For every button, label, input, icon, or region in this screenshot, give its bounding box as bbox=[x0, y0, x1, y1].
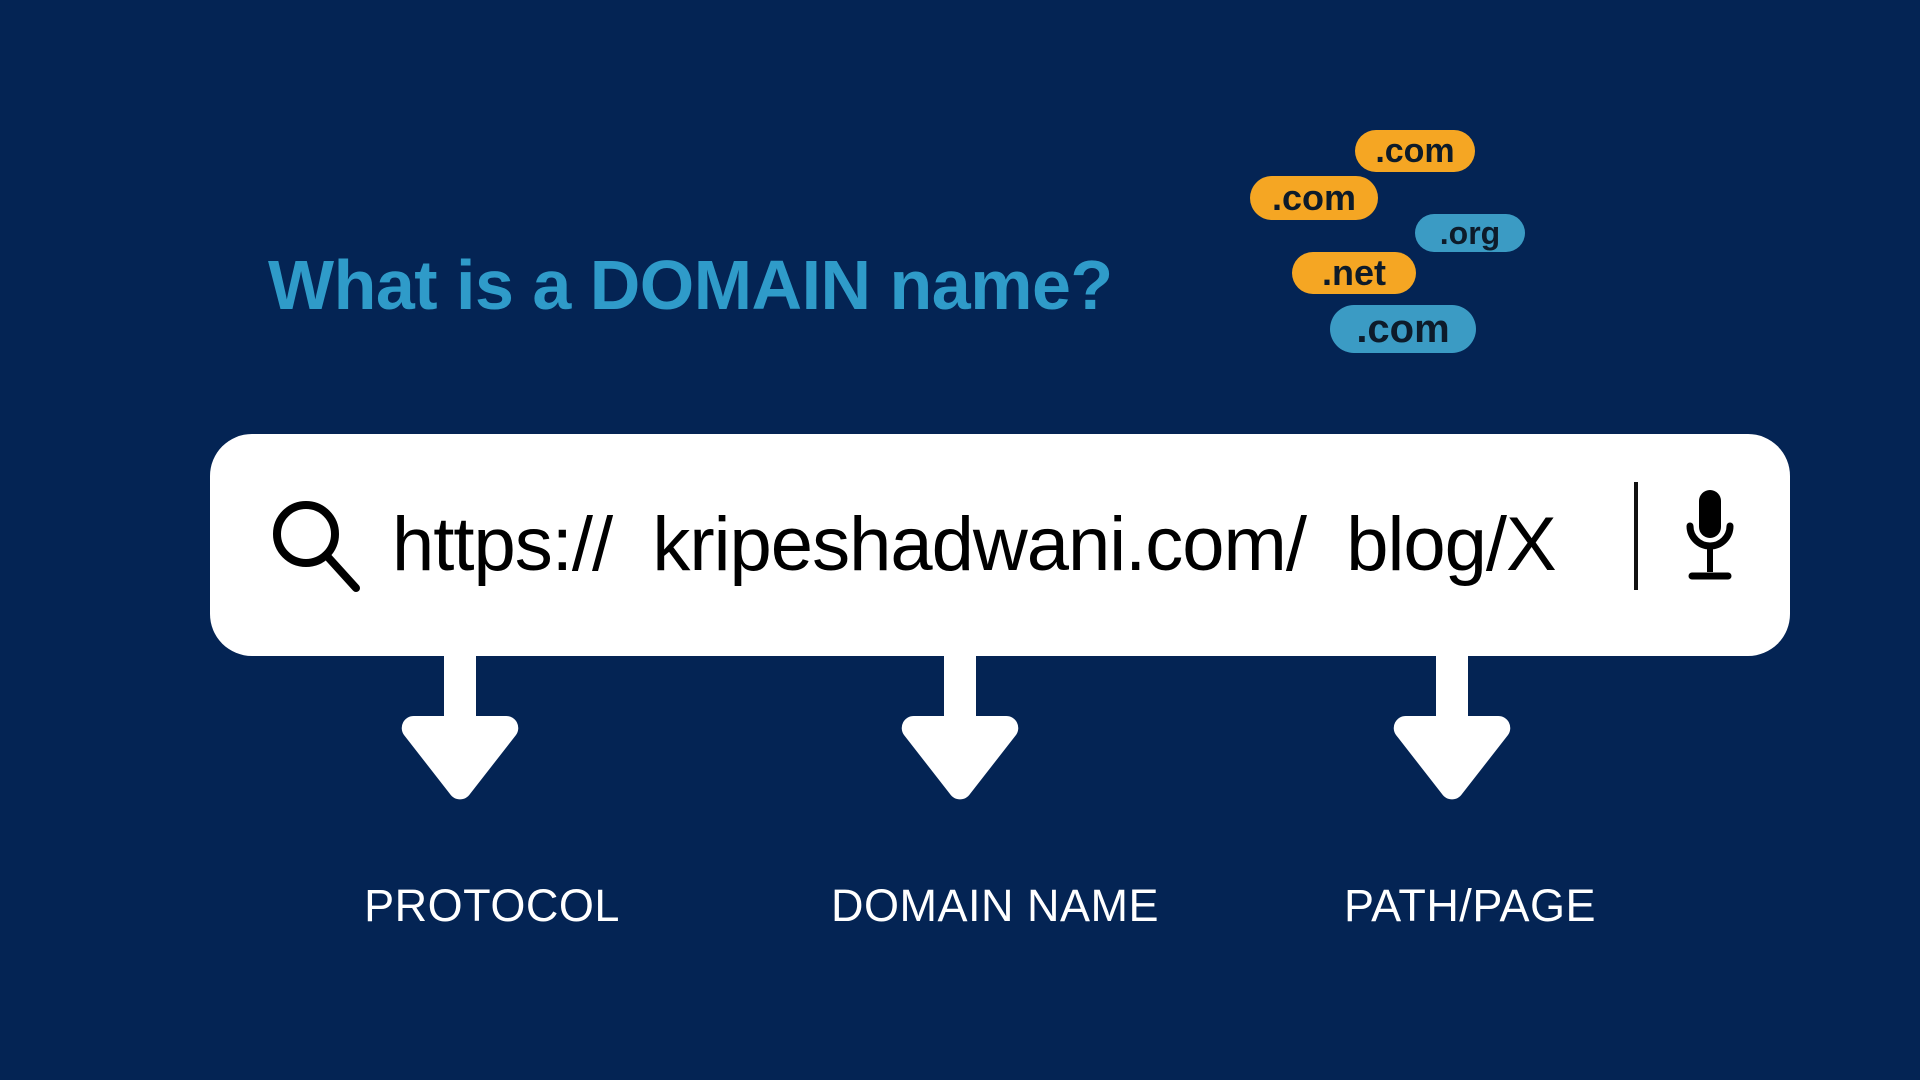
search-icon bbox=[268, 496, 364, 592]
label-domain-name: DOMAIN NAME bbox=[830, 880, 1160, 931]
mic-divider bbox=[1634, 482, 1638, 590]
arrow-head bbox=[901, 715, 1019, 800]
down-arrow bbox=[900, 650, 1020, 802]
down-arrow bbox=[1392, 650, 1512, 802]
microphone-icon[interactable] bbox=[1682, 486, 1738, 590]
arrow-head bbox=[401, 715, 519, 800]
down-arrow bbox=[400, 650, 520, 802]
search-bar[interactable]: https:// kripeshadwani.com/ blog/X bbox=[210, 434, 1790, 656]
arrow-head bbox=[1393, 715, 1511, 800]
tld-badge-cluster: .com .com .org .net .com bbox=[1250, 130, 1550, 353]
url-input[interactable]: https:// kripeshadwani.com/ blog/X bbox=[392, 501, 1557, 587]
tld-badge: .org bbox=[1415, 214, 1525, 252]
tld-badge: .net bbox=[1292, 252, 1416, 294]
tld-badge: .com bbox=[1330, 305, 1476, 353]
tld-badge: .com bbox=[1250, 176, 1378, 220]
page-title: What is a DOMAIN name? bbox=[268, 246, 1113, 324]
label-path-page: PATH/PAGE bbox=[1343, 880, 1597, 931]
tld-badge: .com bbox=[1355, 130, 1475, 172]
label-protocol: PROTOCOL bbox=[364, 880, 620, 931]
